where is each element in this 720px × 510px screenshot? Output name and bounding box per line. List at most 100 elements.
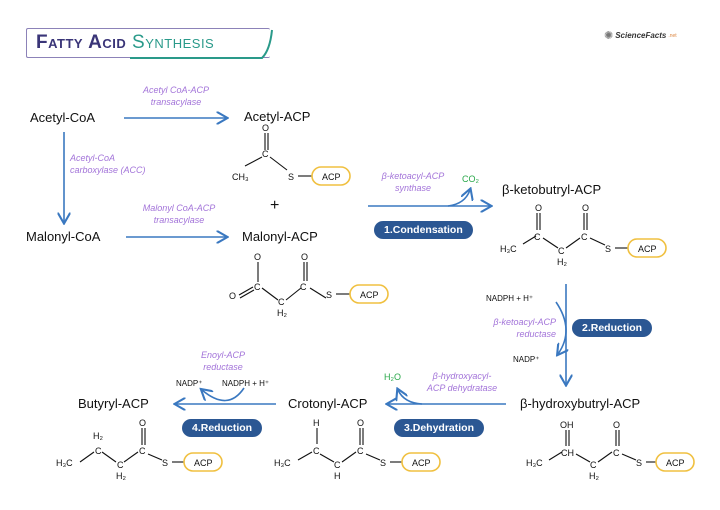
atom-h: H xyxy=(313,418,320,428)
enzyme-line: Malonyl CoA-ACP xyxy=(142,203,216,213)
atom-o: O xyxy=(535,203,542,213)
atom-c: C xyxy=(139,446,146,456)
page-title: Fatty Acid Synthesis xyxy=(36,32,214,54)
logo: ✺ ScienceFacts .net xyxy=(604,29,677,42)
cofactor-h2o: H₂O xyxy=(384,372,401,382)
atom-s: S xyxy=(288,172,294,182)
atom-icon: ✺ xyxy=(604,30,614,42)
title-part1: Fatty Acid xyxy=(36,32,127,53)
atom-s: S xyxy=(636,458,642,468)
step-reduction-2-badge: 4.Reduction xyxy=(182,419,263,437)
atom-h2: H₂ xyxy=(116,471,126,481)
cofactor-nadp-2: NADP⁺ xyxy=(176,379,203,388)
acp-label: ACP xyxy=(194,458,213,468)
cofactor-nadph-2: NADPH + H⁺ xyxy=(222,379,270,388)
molecule-ketobutryl-acp: β-ketobutryl-ACP xyxy=(502,182,602,197)
enzyme-line: Acetyl CoA-ACP xyxy=(142,85,210,95)
atom-s: S xyxy=(380,458,386,468)
enzyme-line: reductase xyxy=(516,329,556,339)
atom-c: C xyxy=(262,149,269,159)
cofactor-nadph-1: NADPH + H⁺ xyxy=(486,294,534,303)
enzyme-acc: Acetyl-CoA carboxylase (ACC) xyxy=(70,152,146,176)
atom-o: O xyxy=(229,291,236,301)
enzyme-ketoacyl-reductase: β-ketoacyl-ACP reductase xyxy=(470,316,556,340)
enzyme-line: ACP dehydratase xyxy=(426,383,498,393)
acp-label: ACP xyxy=(666,458,685,468)
atom-h3c: H₃C xyxy=(526,458,543,468)
atom-s: S xyxy=(605,244,611,254)
atom-c: C xyxy=(613,448,620,458)
molecule-acetyl-coa: Acetyl-CoA xyxy=(30,110,96,125)
acp-label: ACP xyxy=(360,290,379,300)
atom-h2: H₂ xyxy=(93,431,103,441)
enzyme-acetyl-transacylase: Acetyl CoA-ACP transacylase xyxy=(126,84,226,108)
atom-c: C xyxy=(357,446,364,456)
atom-o: O xyxy=(139,418,146,428)
butyryl-acp-structure xyxy=(79,428,223,472)
acp-label: ACP xyxy=(412,458,431,468)
nadph-arc-2 xyxy=(202,387,245,402)
logo-suffix: .net xyxy=(668,32,677,39)
atom-c: C xyxy=(590,460,597,470)
atom-o: O xyxy=(301,252,308,262)
atom-h2: H₂ xyxy=(277,308,287,318)
atom-c: C xyxy=(254,282,261,292)
atom-h2: H₂ xyxy=(589,471,599,481)
atom-o: O xyxy=(357,418,364,428)
step-condensation-badge: 1.Condensation xyxy=(374,221,473,239)
enzyme-line: β-ketoacyl-ACP xyxy=(381,171,445,181)
enzyme-line: transacylase xyxy=(153,215,205,225)
enzyme-ketoacyl-synthase: β-ketoacyl-ACP synthase xyxy=(368,170,458,194)
step-dehydration-badge: 3.Dehydration xyxy=(394,419,485,437)
acp-label: ACP xyxy=(322,172,341,182)
enzyme-line: Enoyl-ACP xyxy=(200,350,245,360)
molecule-acetyl-acp: Acetyl-ACP xyxy=(244,109,311,124)
plus-sign: + xyxy=(270,197,279,214)
atom-h3c: H₃C xyxy=(500,244,517,254)
atom-oh: OH xyxy=(560,420,574,430)
molecule-malonyl-acp: Malonyl-ACP xyxy=(242,229,318,244)
h2o-release-arrow xyxy=(398,390,423,405)
acp-label: ACP xyxy=(638,244,657,254)
molecule-hydroxybutryl-acp: β-hydroxybutryl-ACP xyxy=(520,396,641,411)
acetyl-acp-structure xyxy=(244,133,351,186)
atom-ch: CH xyxy=(561,448,574,458)
molecule-malonyl-coa: Malonyl-CoA xyxy=(26,229,101,244)
enzyme-malonyl-transacylase: Malonyl CoA-ACP transacylase xyxy=(126,202,232,226)
atom-o: O xyxy=(262,123,269,133)
enzyme-line: reductase xyxy=(203,362,243,372)
atom-ch3: CH₃ xyxy=(232,172,249,182)
title-part2: Synthesis xyxy=(132,32,215,53)
atom-h2: H₂ xyxy=(557,257,567,267)
atom-o: O xyxy=(582,203,589,213)
step-reduction-1-badge: 2.Reduction xyxy=(572,319,653,337)
atom-s: S xyxy=(326,290,332,300)
atom-c: C xyxy=(95,446,102,456)
atom-h: H xyxy=(334,471,341,481)
atom-c: C xyxy=(117,460,124,470)
atom-c: C xyxy=(278,297,285,307)
atom-c: C xyxy=(534,232,541,242)
atom-o: O xyxy=(254,252,261,262)
atom-c: C xyxy=(300,282,307,292)
enzyme-line: synthase xyxy=(394,183,432,193)
logo-name: ScienceFacts xyxy=(615,31,667,40)
enzyme-line: Acetyl-CoA xyxy=(70,153,116,163)
enzyme-line: carboxylase (ACC) xyxy=(70,165,146,175)
atom-o: O xyxy=(613,420,620,430)
nadph-arc-1 xyxy=(555,301,566,354)
atom-h3c: H₃C xyxy=(274,458,291,468)
co2-release-arrow xyxy=(447,190,470,207)
atom-h3c: H₃C xyxy=(56,458,73,468)
enzyme-line: β-ketoacyl-ACP xyxy=(493,317,556,327)
enzyme-enoyl-reductase: Enoyl-ACP reductase xyxy=(190,349,256,373)
crotonyl-acp-structure xyxy=(297,428,441,472)
atom-s: S xyxy=(162,458,168,468)
cofactor-co2: CO₂ xyxy=(462,174,479,184)
enzyme-line: β-hydroxyacyl- xyxy=(432,371,492,381)
molecule-crotonyl-acp: Crotonyl-ACP xyxy=(288,396,368,411)
ketobutryl-acp-structure xyxy=(522,213,667,258)
cofactor-nadp-1: NADP⁺ xyxy=(513,355,540,364)
